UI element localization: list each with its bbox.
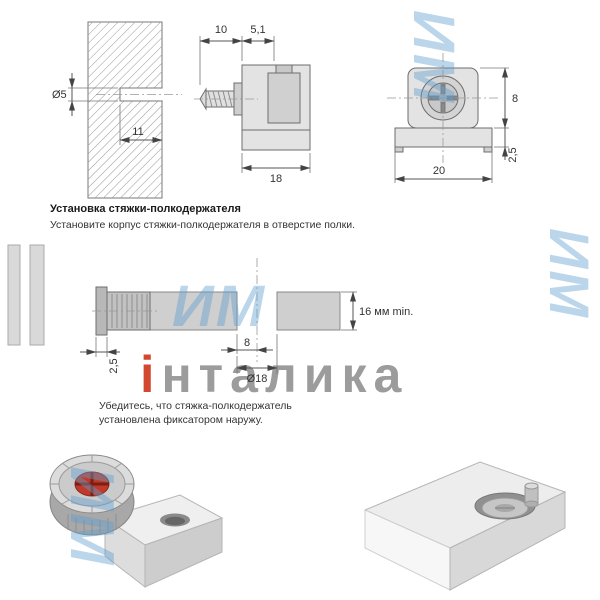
dim-label: 20: [433, 165, 445, 177]
shelf-hole: [236, 258, 278, 362]
dim-label: 10: [215, 24, 227, 36]
note-line-2: установлена фиксатором наружу.: [99, 414, 263, 426]
dim-label: 11: [132, 126, 143, 138]
dimension-flange-thickness: 2,5: [80, 337, 120, 374]
dim-label: 8: [512, 93, 518, 105]
shelf-panel-section: [92, 258, 341, 362]
logo-i-mark: i: [140, 346, 162, 404]
dim-label: 8: [244, 337, 250, 349]
cam-cylinder-side: [267, 72, 301, 124]
cam-fastener: [49, 454, 135, 536]
dim-label: 2,5: [507, 147, 519, 162]
im-watermark: ИМ: [538, 228, 600, 319]
cam-flange-knob: [524, 482, 539, 508]
cam-cross-slot: [75, 472, 109, 496]
dim-label: 16 мм min.: [359, 306, 413, 318]
support-side-profile: [194, 64, 311, 151]
intalika-logo: iнталика: [140, 345, 408, 405]
dimension-flange-thickness: 2,5: [494, 128, 519, 163]
base-flange: [394, 127, 493, 148]
dimension-housing-depth: 18: [241, 153, 311, 185]
panel-3d: [363, 461, 567, 591]
fastener-in-hole: [474, 482, 539, 520]
dimension-hole-depth: 11: [119, 105, 163, 145]
dimension-panel-min-thickness: 16 мм min.: [341, 291, 413, 331]
dimension-plate: 5,1: [241, 24, 275, 61]
dim-label: 18: [270, 173, 282, 185]
support-front-view-drawing: 20 8 2,5: [387, 53, 519, 183]
inserted-cam-section: [92, 286, 160, 336]
dimension-width: 20: [394, 151, 493, 183]
dimension-hole-diameter: Ø5: [52, 73, 118, 116]
dimension-height: 8: [480, 67, 518, 129]
cam-3d-illustration: [49, 454, 224, 589]
dimension-hole-offset: 8: [221, 334, 273, 354]
note-line-1: Убедитесь, что стяжка-полкодержатель: [99, 400, 292, 412]
installation-section-drawing: 16 мм min. 2,5 8 Ø18: [7, 244, 413, 385]
cabinet-side-wall: [7, 244, 45, 346]
hole-drilling-drawing: Ø5 11: [52, 21, 182, 199]
support-side-view-drawing: 10 5,1 18: [194, 24, 311, 185]
inserted-3d-illustration: [363, 461, 567, 591]
dim-label: 2,5: [108, 358, 120, 373]
step-text: Установите корпус стяжки-полкодержателя …: [50, 219, 356, 231]
dim-label: Ø5: [52, 89, 67, 101]
dimension-thread-length: 10: [199, 24, 243, 85]
support-front-profile: [387, 53, 500, 163]
panel-corner: [103, 494, 224, 589]
dim-label: Ø18: [247, 373, 268, 385]
panel-cross-section: [87, 21, 182, 199]
note-text: Убедитесь, что стяжка-полкодержатель уст…: [99, 399, 292, 427]
dim-label: 5,1: [250, 24, 265, 36]
dimension-hole-diameter: Ø18: [236, 334, 278, 385]
rim-serration: [50, 455, 134, 513]
logo-text: нталика: [161, 347, 409, 403]
section-heading: Установка стяжки-полкодержателя: [50, 203, 241, 215]
